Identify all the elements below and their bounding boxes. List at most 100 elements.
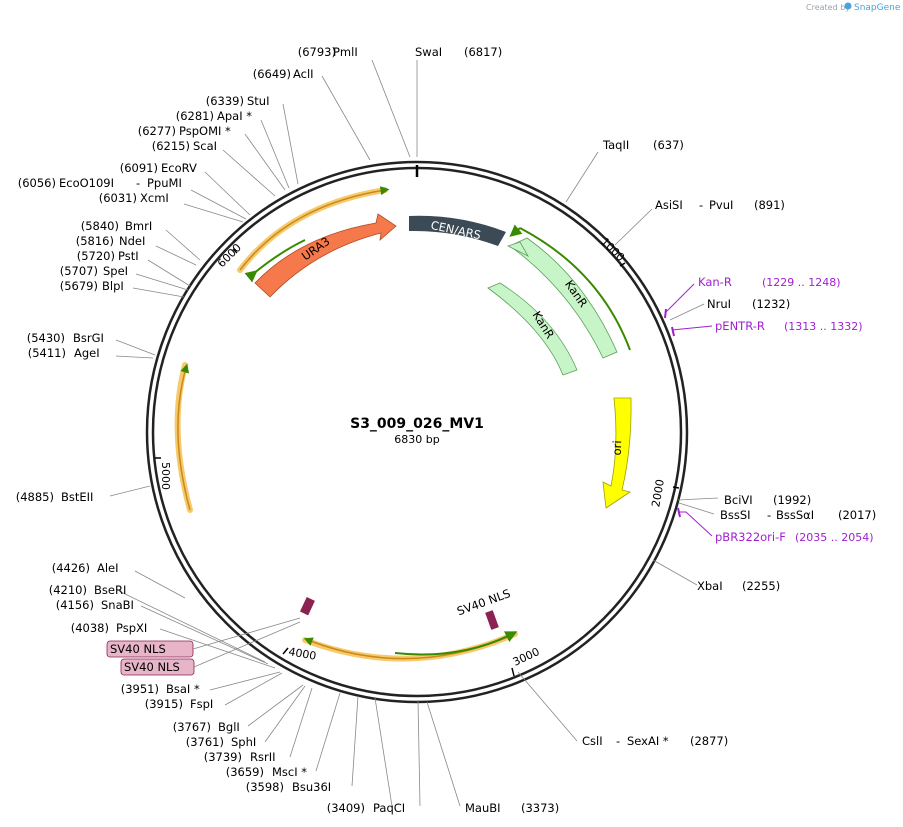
feature-ori[interactable] [602,397,632,509]
svg-text:(4210): (4210) [49,583,87,597]
svg-text:(1313 .. 1332): (1313 .. 1332) [784,320,863,333]
site-fspi[interactable]: (3915) FspI [145,697,214,711]
site-bsai[interactable]: (3951) BsaI * [121,682,200,696]
feature-sv40-nls-right-label: SV40 NLS [455,586,512,618]
site-swai[interactable]: SwaI (6817) [415,45,502,59]
primer-pbr322ori-f[interactable]: pBR322ori-F (2035 .. 2054) [715,530,874,544]
svg-text:BsrGI: BsrGI [73,331,104,345]
site-paqci[interactable]: (3409) PaqCI [327,801,405,815]
site-sphi[interactable]: (3761) SphI [186,735,257,749]
svg-text:(891): (891) [754,198,785,212]
site-spei[interactable]: (5707) SpeI [60,264,128,278]
svg-text:XbaI: XbaI [697,579,723,593]
svg-text:(3598): (3598) [246,780,284,794]
svg-text:BglI: BglI [218,720,240,734]
site-xcmi[interactable]: (6031) XcmI [99,191,169,205]
orf-left-arrow [177,363,191,511]
orf-left-halo [174,362,193,513]
site-asisi[interactable]: AsiSI - PvuI (891) [655,198,785,212]
site-scai[interactable]: (6215) ScaI [152,139,217,153]
site-csli[interactable]: CslI - SexAI * (2877) [582,734,728,748]
svg-text:4000: 4000 [287,645,317,663]
site-bsu36i[interactable]: (3598) Bsu36I [246,780,331,794]
svg-text:ScaI: ScaI [193,139,217,153]
svg-text:(5679): (5679) [60,279,98,293]
site-ndei[interactable]: (5816) NdeI [76,234,146,248]
svg-text:pENTR-R: pENTR-R [715,319,765,333]
site-ecoo109i[interactable]: (6056) EcoO109I - PpuMI [18,176,182,190]
feature-sv40-nls-left[interactable] [299,597,315,616]
primer-lines [664,283,713,537]
svg-text:BssSI: BssSI [720,508,751,522]
svg-text:PspXI: PspXI [116,621,147,635]
svg-text:SpeI: SpeI [103,264,128,278]
svg-text:NdeI: NdeI [119,234,145,248]
backbone-outer [145,160,689,704]
site-psti[interactable]: (5720) PstI [77,249,139,263]
svg-text:(3659): (3659) [226,765,264,779]
svg-text:(6091): (6091) [120,161,158,175]
site-bsssi[interactable]: BssSI - BssSαI (2017) [720,508,876,522]
site-bmri[interactable]: (5840) BmrI [81,219,152,233]
site-stui[interactable]: (6339) StuI [206,94,270,108]
site-pspxi[interactable]: (4038) PspXI [71,621,148,635]
tick-5000: 5000 [155,457,172,490]
site-ecorv[interactable]: (6091) EcoRV [120,161,197,175]
svg-text:(5430): (5430) [27,331,65,345]
svg-text:(3373): (3373) [521,801,559,815]
site-rsrii[interactable]: (3739) RsrII [204,750,276,764]
svg-text:-: - [616,734,620,748]
svg-text:5000: 5000 [159,462,172,490]
site-apai[interactable]: (6281) ApaI * [176,109,253,123]
svg-text:(3951): (3951) [121,682,159,696]
svg-text:(6056): (6056) [18,176,56,190]
svg-text:ApaI *: ApaI * [217,109,252,123]
plasmid-name: S3_009_026_MV1 [350,416,484,432]
site-taqii[interactable]: TaqII (637) [602,138,684,152]
feature-cen-ars[interactable] [409,215,506,246]
svg-text:RsrII: RsrII [250,750,276,764]
svg-text:(5707): (5707) [60,264,98,278]
site-agei[interactable]: (5411) AgeI [28,346,100,360]
site-pspomi[interactable]: (6277) PspOMI * [138,124,231,138]
svg-text:EcoRV: EcoRV [161,161,197,175]
site-msci[interactable]: (3659) MscI * [226,765,308,779]
feature-sv40-nls-right[interactable] [485,610,499,630]
feature-kanr-inner[interactable] [487,282,578,376]
svg-text:(5816): (5816) [76,234,114,248]
primer-kan-r[interactable]: Kan-R (1229 .. 1248) [698,275,841,289]
feature-ura3[interactable] [254,213,397,298]
site-blpi[interactable]: (5679) BlpI [60,279,124,293]
feature-kanr-outer[interactable] [509,237,618,359]
svg-text:(2035 .. 2054): (2035 .. 2054) [795,531,874,544]
svg-text:-: - [699,198,703,212]
sv40-nls-box-2-label: SV40 NLS [124,660,180,674]
svg-text:BmrI: BmrI [125,219,152,233]
svg-text:(4156): (4156) [56,598,94,612]
svg-text:(4885): (4885) [16,490,54,504]
svg-text:(6649): (6649) [253,67,291,81]
site-bsrgi[interactable]: (5430) BsrGI [27,331,104,345]
svg-text:PstI: PstI [118,249,139,263]
svg-text:(2255): (2255) [742,579,780,593]
site-bsteii[interactable]: (4885) BstEII [16,490,94,504]
site-snabi[interactable]: (4156) SnaBI [56,598,134,612]
plasmid-length: 6830 bp [394,433,439,446]
site-bgli[interactable]: (3767) BglI [173,720,240,734]
svg-text:(4038): (4038) [71,621,109,635]
site-maubi[interactable]: MauBI (3373) [465,801,559,815]
svg-text:(2877): (2877) [690,734,728,748]
site-alei[interactable]: (4426) AleI [52,561,119,575]
site-xbai[interactable]: XbaI (2255) [697,579,780,593]
svg-text:BlpI: BlpI [102,279,124,293]
svg-text:(3767): (3767) [173,720,211,734]
site-pmli[interactable]: (6793) PmlI [298,45,358,59]
site-bcivi[interactable]: BciVI (1992) [724,493,811,507]
site-acli[interactable]: (6649) AclI [253,67,314,81]
svg-text:NruI: NruI [707,297,731,311]
primer-pentr-r[interactable]: pENTR-R (1313 .. 1332) [715,319,863,333]
site-bseri[interactable]: (4210) BseRI [49,583,127,597]
svg-text:1000: 1000 [598,235,627,264]
site-nrui[interactable]: NruI (1232) [707,297,790,311]
